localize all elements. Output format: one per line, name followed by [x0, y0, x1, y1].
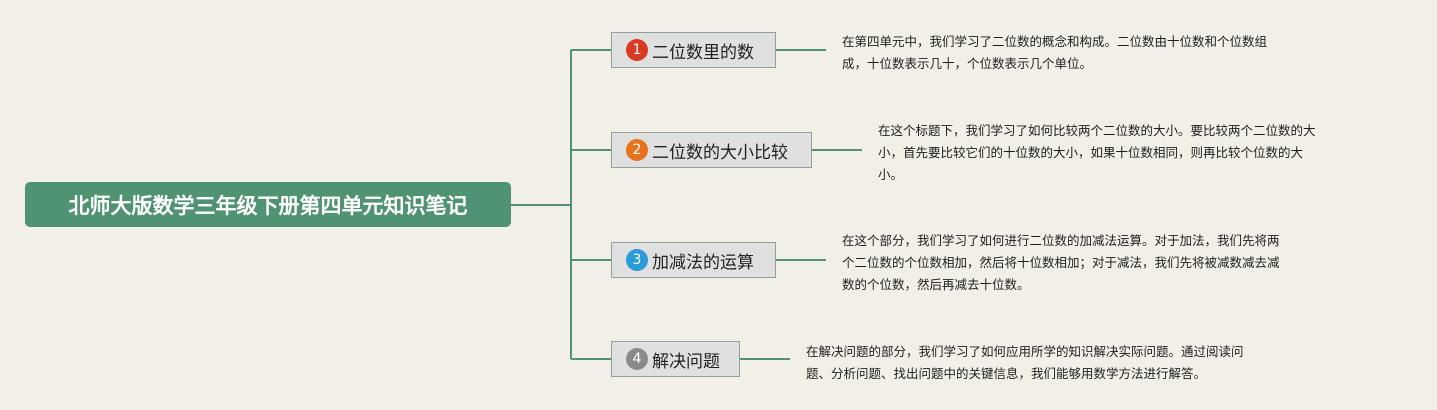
branch-label: 二位数的大小比较 — [652, 142, 788, 163]
number-badge-icon: 3 — [626, 249, 648, 271]
note-1: 在第四单元中，我们学习了二位数的概念和构成。二位数由十位数和个位数组 成，十位数… — [842, 31, 1332, 75]
branch-label: 二位数里的数 — [652, 42, 754, 63]
note-line: 小。 — [878, 167, 904, 182]
note-line: 在第四单元中，我们学习了二位数的概念和构成。二位数由十位数和个位数组 — [842, 34, 1268, 49]
note-line: 在解决问题的部分，我们学习了如何应用所学的知识解决实际问题。通过阅读问 — [806, 344, 1244, 359]
root-topic[interactable]: 北师大版数学三年级下册第四单元知识笔记 — [25, 182, 511, 227]
note-line: 个二位数的个位数相加，然后将十位数相加；对于减法，我们先将被减数减去减 — [842, 255, 1280, 270]
branch-topic-1[interactable]: 1 二位数里的数 — [611, 32, 776, 68]
root-title: 北师大版数学三年级下册第四单元知识笔记 — [68, 193, 468, 218]
branch-topic-3[interactable]: 3 加减法的运算 — [611, 242, 776, 278]
number-badge-icon: 2 — [626, 139, 648, 161]
note-line: 数的个位数，然后再减去十位数。 — [842, 277, 1030, 292]
note-line: 在这个部分，我们学习了如何进行二位数的加减法运算。对于加法，我们先将两 — [842, 233, 1280, 248]
number-badge-icon: 1 — [626, 39, 648, 61]
note-line: 成，十位数表示几十，个位数表示几个单位。 — [842, 56, 1093, 71]
branch-label: 解决问题 — [652, 351, 720, 372]
branch-topic-2[interactable]: 2 二位数的大小比较 — [611, 132, 812, 168]
note-line: 题、分析问题、找出问题中的关键信息，我们能够用数学方法进行解答。 — [806, 366, 1207, 381]
number-badge-icon: 4 — [626, 348, 648, 370]
note-line: 小，首先要比较它们的十位数的大小，如果十位数相同，则再比较个位数的大 — [878, 145, 1304, 160]
note-line: 在这个标题下，我们学习了如何比较两个二位数的大小。要比较两个二位数的大 — [878, 123, 1316, 138]
note-4: 在解决问题的部分，我们学习了如何应用所学的知识解决实际问题。通过阅读问 题、分析… — [806, 341, 1306, 385]
branch-topic-4[interactable]: 4 解决问题 — [611, 341, 740, 377]
note-3: 在这个部分，我们学习了如何进行二位数的加减法运算。对于加法，我们先将两 个二位数… — [842, 230, 1342, 296]
note-2: 在这个标题下，我们学习了如何比较两个二位数的大小。要比较两个二位数的大 小，首先… — [878, 120, 1378, 186]
branch-label: 加减法的运算 — [652, 252, 754, 273]
